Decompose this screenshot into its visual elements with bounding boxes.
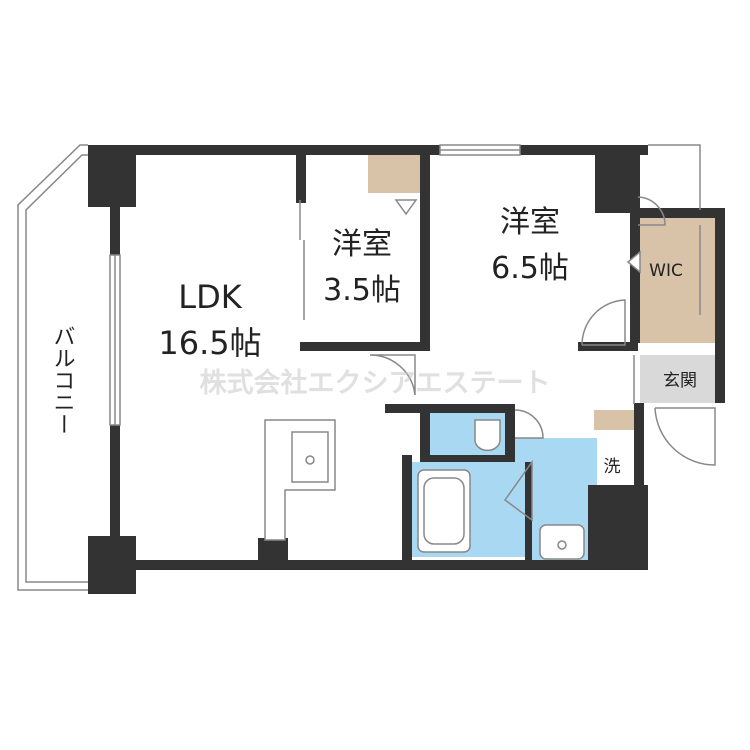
wall-bottom xyxy=(88,560,648,570)
western-small-name: 洋室 xyxy=(332,227,392,262)
column-top-left xyxy=(88,145,136,207)
shoe-closet-floor xyxy=(594,410,634,430)
closet-marker-triangle xyxy=(394,199,418,216)
labels: LDK 16.5帖 洋室 3.5帖 洋室 6.5帖 WIC 玄関 洗 バルコニー… xyxy=(50,205,698,477)
wall-wic-right xyxy=(715,208,725,403)
kitchen-drain xyxy=(305,455,315,465)
wall-right-room xyxy=(595,155,640,213)
wall-bath-left xyxy=(402,455,412,565)
wall-top xyxy=(88,145,648,155)
ldk-size: 16.5帖 xyxy=(158,324,261,362)
ldk-name: LDK xyxy=(178,278,242,316)
small-room-sliding-door[interactable] xyxy=(299,200,305,320)
toilet-fixture xyxy=(474,419,501,452)
western-large-name: 洋室 xyxy=(500,205,560,240)
balcony-label: バルコニー xyxy=(50,325,75,435)
wall-toilet-bottom xyxy=(430,455,515,462)
entrance-floor[interactable] xyxy=(640,355,715,403)
wic-floor[interactable] xyxy=(640,218,715,343)
balcony-outer-line xyxy=(17,144,88,591)
entrance-door-swing[interactable] xyxy=(654,407,716,466)
column-bottom-left xyxy=(88,536,136,594)
wall-closet-block xyxy=(588,485,648,570)
western-small-size: 3.5帖 xyxy=(323,273,401,308)
wall-wic-top xyxy=(630,208,725,218)
wall-toilet-left xyxy=(420,413,430,462)
wall-small-room-bottom xyxy=(300,342,430,351)
wall-corridor-right xyxy=(505,404,515,462)
corridor-door-swing[interactable] xyxy=(369,354,416,396)
fixtures xyxy=(264,199,701,560)
wash-basin-drain xyxy=(557,540,567,550)
wall-large-room-bottom xyxy=(578,342,638,351)
closet-small-floor xyxy=(368,155,420,193)
wic-marker-triangle xyxy=(626,250,641,274)
entrance-label: 玄関 xyxy=(663,371,697,391)
wall-wic-left xyxy=(630,213,640,343)
wall-bath-right xyxy=(525,462,532,560)
outer-balcony-door-outline xyxy=(648,144,701,210)
washroom-label: 洗 xyxy=(604,457,621,477)
bath-door-swing[interactable] xyxy=(503,459,533,522)
windows xyxy=(109,144,521,426)
wic-label: WIC xyxy=(649,261,683,281)
watermark: 株式会社エクシアエステート xyxy=(200,367,551,399)
wall-between-rooms xyxy=(420,155,430,350)
doors xyxy=(299,144,716,522)
wall-corridor-top xyxy=(385,404,515,413)
balcony-inner-line xyxy=(25,154,88,583)
wall-washroom-right xyxy=(634,403,644,493)
wall-between-ldk-small xyxy=(296,155,306,203)
washroom-door-swing[interactable] xyxy=(514,409,544,439)
western-large-floor xyxy=(430,155,595,345)
wall-kitchen-stub xyxy=(258,538,288,566)
balcony xyxy=(17,144,88,591)
wic-door-swing[interactable] xyxy=(637,196,666,226)
western-large-size: 6.5帖 xyxy=(491,251,569,286)
bathtub-inner xyxy=(423,477,465,545)
large-room-door-swing[interactable] xyxy=(581,299,626,346)
